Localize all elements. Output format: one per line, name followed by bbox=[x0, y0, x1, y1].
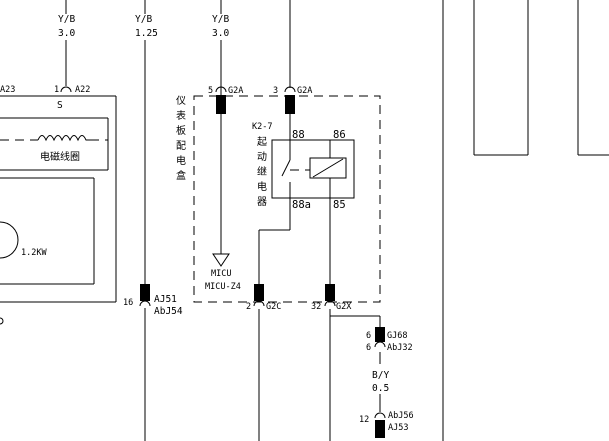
relay-id: K2-7 bbox=[252, 122, 272, 132]
wire-label-4: B/Y 0.5 bbox=[372, 370, 389, 394]
ground-label-micu-z4: MICU-Z4 bbox=[205, 282, 241, 292]
connector-g2c-label: G2C bbox=[266, 302, 281, 312]
connector-gj68-label: GJ68 bbox=[387, 331, 407, 341]
connector-abj56-label: AbJ56 bbox=[388, 411, 414, 421]
starter-motor: A23 1 A22 S 电磁线圈 1.2KW bbox=[0, 85, 117, 325]
solenoid-coil bbox=[37, 135, 90, 142]
connector-a23-label: A23 bbox=[0, 85, 15, 95]
connector-g2c-plug bbox=[254, 284, 264, 301]
connector-a22-pin: 1 bbox=[54, 85, 59, 95]
relay-coil bbox=[309, 157, 347, 179]
connector-g2c-symbol bbox=[253, 300, 265, 307]
wire-2-color: Y/B bbox=[135, 14, 152, 25]
connector-abj56-pin: 12 bbox=[359, 415, 369, 425]
relay-pin-85: 85 bbox=[333, 199, 346, 211]
vertical-wires bbox=[65, 0, 609, 441]
connector-abj32-pin: 6 bbox=[366, 343, 371, 353]
relay-name-char: 电 bbox=[257, 180, 267, 193]
connector-aj51: 16 AJ51 AbJ54 bbox=[123, 284, 183, 317]
connector-g2a-left: 5 G2A bbox=[208, 86, 243, 114]
solenoid-label: 电磁线圈 bbox=[40, 150, 80, 163]
wire-label-1: Y/B 3.0 bbox=[58, 14, 75, 39]
connector-g2x-plug bbox=[325, 284, 335, 301]
connector-g2c: 2 G2C bbox=[246, 284, 281, 312]
wire-label-2: Y/B 1.25 bbox=[135, 14, 158, 39]
lower-wires bbox=[258, 309, 381, 441]
relay-name-char: 继 bbox=[257, 165, 267, 178]
connector-abj32-label: AbJ32 bbox=[387, 343, 413, 353]
wire-2-gauge: 1.25 bbox=[135, 28, 158, 39]
connector-abj54-symbol bbox=[139, 300, 151, 307]
connector-abj56: 12 AbJ56 AJ53 bbox=[359, 411, 414, 438]
wire-4-color: B/Y bbox=[372, 370, 389, 381]
relay-name-char: 动 bbox=[257, 151, 267, 163]
relay-pin-88: 88 bbox=[292, 129, 305, 141]
fuse-box-label-char: 电 bbox=[176, 154, 186, 167]
relay-pin-86: 86 bbox=[333, 129, 346, 141]
relay-switch-blade bbox=[281, 159, 291, 177]
connector-aj51-pin: 16 bbox=[123, 298, 133, 308]
wire-label-3: Y/B 3.0 bbox=[212, 14, 229, 39]
connector-g2x-pin: 32 bbox=[311, 302, 321, 312]
connector-abj56-symbol bbox=[374, 412, 386, 419]
fuse-box-label-char: 配 bbox=[176, 140, 186, 152]
ground-symbol bbox=[212, 253, 230, 267]
connector-gj68: 6 GJ68 6 AbJ32 bbox=[366, 327, 413, 353]
connector-g2a-right-symbol bbox=[284, 86, 296, 93]
connector-aj53-plug bbox=[375, 420, 385, 438]
fuse-box-label-char: 仪 bbox=[176, 95, 186, 107]
connector-abj54-label: AbJ54 bbox=[154, 306, 183, 317]
fuse-box-label-char: 表 bbox=[176, 109, 186, 122]
connector-g2a-left-pin: 5 bbox=[208, 86, 213, 96]
fuse-box-label-char: 板 bbox=[176, 124, 186, 137]
connector-aj53-label: AJ53 bbox=[388, 423, 408, 433]
starter-terminal-s: S bbox=[57, 100, 63, 111]
connector-g2a-right-plug bbox=[285, 95, 295, 114]
connector-g2x: 32 G2X bbox=[311, 284, 352, 312]
wire-1-color: Y/B bbox=[58, 14, 75, 25]
wire-1-gauge: 3.0 bbox=[58, 28, 75, 39]
connector-gj68-pin: 6 bbox=[366, 331, 371, 341]
instrument-panel-fuse-box: 仪 表 板 配 电 盒 5 G2A MICU MICU-Z4 3 G2A K2-… bbox=[176, 86, 381, 312]
connector-gj68-plug bbox=[375, 327, 385, 342]
wire-3-color: Y/B bbox=[212, 14, 229, 25]
motor-power-label: 1.2KW bbox=[21, 248, 47, 258]
connector-g2a-left-plug bbox=[216, 95, 226, 114]
fuse-box-label: 仪 表 板 配 电 盒 bbox=[176, 95, 186, 182]
ground-terminal bbox=[0, 317, 4, 325]
connector-g2a-left-symbol bbox=[215, 86, 227, 93]
connector-a22-symbol bbox=[60, 86, 72, 93]
relay-name-char: 器 bbox=[257, 196, 267, 208]
ground-label-micu: MICU bbox=[211, 269, 231, 279]
connector-g2c-pin: 2 bbox=[246, 302, 251, 312]
relay-name-char: 起 bbox=[257, 136, 267, 148]
connector-abj32-symbol bbox=[374, 341, 386, 348]
connector-g2a-right: 3 G2A bbox=[273, 86, 312, 114]
relay-coil-diagonal bbox=[312, 158, 344, 178]
connector-a22-label: A22 bbox=[75, 85, 90, 95]
fuse-box-label-char: 盒 bbox=[176, 169, 186, 182]
connector-aj51-label: AJ51 bbox=[154, 294, 177, 305]
wire-4-gauge: 0.5 bbox=[372, 383, 389, 394]
connector-aj51-plug bbox=[140, 284, 150, 301]
motor-symbol bbox=[0, 221, 19, 259]
connector-g2a-left-label: G2A bbox=[228, 86, 243, 96]
connector-g2a-right-pin: 3 bbox=[273, 86, 278, 96]
connector-g2x-label: G2X bbox=[336, 302, 352, 312]
connector-g2x-symbol bbox=[324, 300, 336, 307]
connector-g2a-right-label: G2A bbox=[297, 86, 312, 96]
relay-pin-88a: 88a bbox=[292, 199, 311, 211]
wire-3-gauge: 3.0 bbox=[212, 28, 229, 39]
starter-relay: K2-7 起 动 继 电 器 88 86 88a 85 bbox=[252, 122, 355, 211]
relay-body bbox=[271, 139, 355, 199]
